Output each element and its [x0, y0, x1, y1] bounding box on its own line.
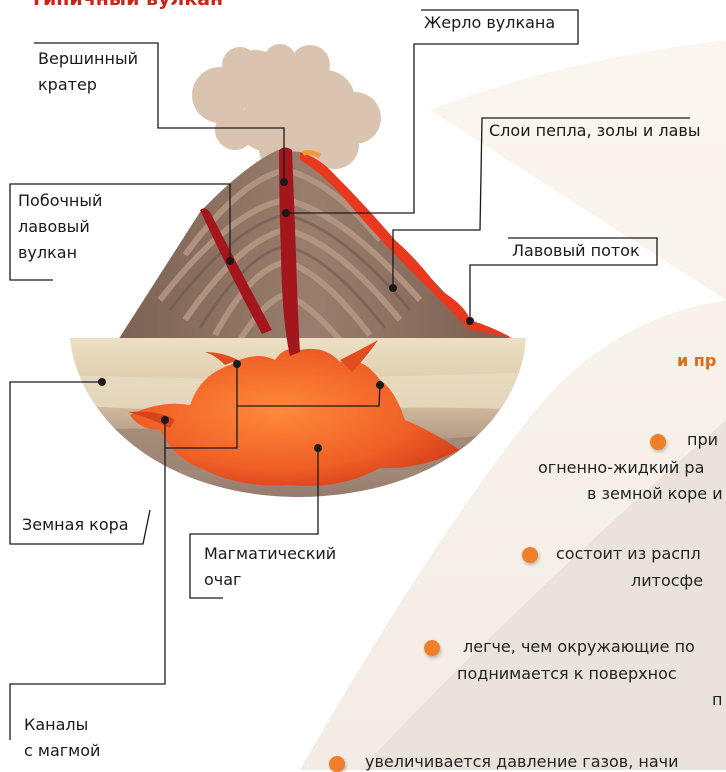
bullet-dot — [522, 547, 538, 563]
right-text-1: при — [687, 430, 718, 449]
label-side-volcano-line3: вулкан — [18, 240, 77, 266]
label-lava-flow: Лавовый поток — [512, 238, 640, 264]
right-text-7: поднимается к поверхнос — [457, 664, 677, 683]
right-text-4: состоит из распл — [556, 544, 701, 563]
label-crust: Земная кора — [22, 512, 129, 538]
label-channels-line2: с магмой — [24, 738, 100, 764]
right-text-2: огненно-жидкий ра — [538, 458, 704, 477]
label-magma-chamber-line2: очаг — [204, 567, 241, 593]
label-side-volcano-line2: лавовый — [18, 214, 90, 240]
label-side-volcano-line1: Побочный — [18, 188, 102, 214]
label-channels-line1: Каналы — [24, 712, 88, 738]
diagram-title: Типичный вулкан — [30, 0, 223, 10]
earth-crust-section — [60, 330, 540, 510]
right-text-9: увеличивается давление газов, начи — [365, 752, 679, 771]
right-text-3: в земной коре и — [587, 484, 723, 503]
label-summit-crater-line1: Вершинный — [38, 46, 138, 72]
right-panel-heading: и пр — [677, 351, 716, 370]
bullet-dot — [650, 434, 666, 450]
right-text-6: легче, чем окружающие по — [463, 637, 695, 656]
right-text-5: литосфе — [631, 571, 703, 590]
label-vent: Жерло вулкана — [424, 10, 555, 36]
label-magma-chamber-line1: Магматический — [204, 541, 336, 567]
bullet-dot — [424, 640, 440, 656]
label-layers: Слои пепла, золы и лавы — [489, 118, 700, 144]
label-summit-crater-line2: кратер — [38, 72, 97, 98]
right-text-8: п — [712, 690, 722, 709]
